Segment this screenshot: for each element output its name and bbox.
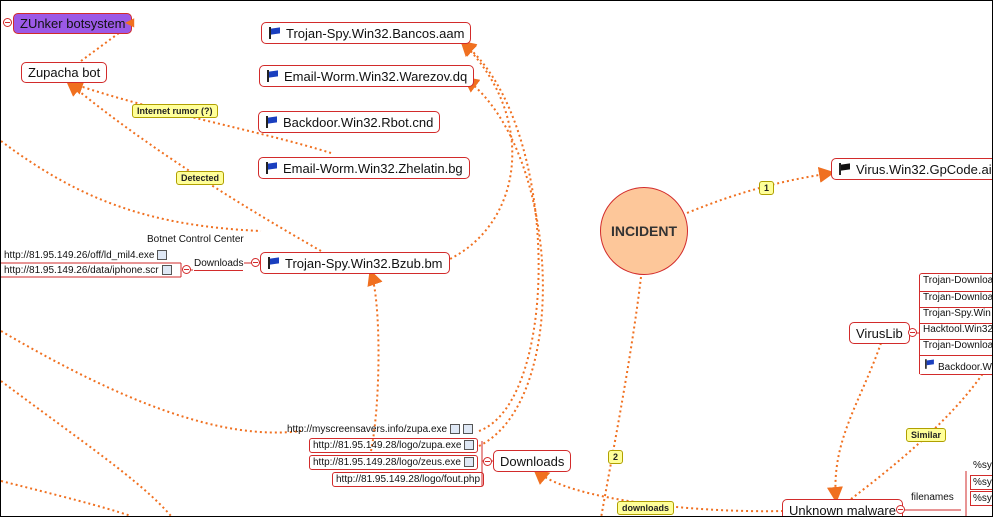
root-node-zunker[interactable]: ZUnker botsystem <box>13 13 133 34</box>
viruslib-item[interactable]: Hacktool.Win32 <box>919 323 992 340</box>
note-icon <box>464 440 475 451</box>
tag-two: 2 <box>608 450 624 464</box>
note-icon <box>157 250 168 261</box>
note-icon <box>463 424 474 435</box>
tag-similar: Similar <box>906 428 947 442</box>
node-gpcode[interactable]: Virus.Win32.GpCode.ai <box>831 158 992 180</box>
collapse-icon[interactable] <box>908 328 917 337</box>
filename-item[interactable]: %sys <box>970 491 992 506</box>
node-label: Email-Worm.Win32.Zhelatin.bg <box>283 160 463 176</box>
flag-icon <box>267 257 280 269</box>
collapse-icon[interactable] <box>251 258 260 267</box>
node-label: Unknown malware <box>789 502 896 517</box>
url-iphone[interactable]: http://81.95.149.26/data/iphone.scr <box>4 265 172 276</box>
incident-node[interactable]: INCIDENT <box>600 187 688 275</box>
node-label: Zupacha bot <box>28 65 101 80</box>
node-label: Backdoor.Win32.Rbot.cnd <box>283 114 434 130</box>
collapse-icon[interactable] <box>182 265 191 274</box>
collapse-icon[interactable] <box>483 457 492 466</box>
node-label: Trojan-Spy.Win32.Bancos.aam <box>286 25 465 41</box>
viruslib-item[interactable]: Trojan-Downloa <box>919 275 992 291</box>
note-icon <box>161 265 172 276</box>
tag-internet-rumor: Internet rumor (?) <box>132 104 218 118</box>
url-text: http://myscreensavers.info/zupa.exe <box>287 424 448 435</box>
url-text: http://81.95.149.28/logo/zupa.exe <box>313 440 462 451</box>
filename-item[interactable]: %sys <box>973 460 992 471</box>
label-filenames: filenames <box>911 492 954 503</box>
flag-icon <box>265 162 278 174</box>
node-warezov[interactable]: Email-Worm.Win32.Warezov.dq <box>259 65 475 87</box>
tag-downloads: downloads <box>617 501 674 515</box>
item-label: Backdoor.W <box>938 362 992 373</box>
node-viruslib[interactable]: VirusLib <box>849 322 910 344</box>
node-label: Downloads <box>500 453 565 469</box>
label-downloads-small: Downloads <box>194 258 244 271</box>
flag-icon <box>838 163 851 175</box>
url-zupa-ip[interactable]: http://81.95.149.28/logo/zupa.exe <box>309 438 479 453</box>
flag-icon <box>924 359 934 369</box>
collapse-icon[interactable] <box>3 18 12 27</box>
node-label: Virus.Win32.GpCode.ai <box>856 161 992 177</box>
node-label: Trojan-Spy.Win32.Bzub.bm <box>285 255 443 271</box>
node-rbot[interactable]: Backdoor.Win32.Rbot.cnd <box>258 111 441 133</box>
note-icon <box>463 457 474 468</box>
node-downloads[interactable]: Downloads <box>493 450 572 472</box>
node-zupacha[interactable]: Zupacha bot <box>21 62 108 83</box>
filename-item[interactable]: %sys <box>970 475 992 490</box>
tag-one: 1 <box>759 181 775 195</box>
root-node-label: ZUnker botsystem <box>20 16 126 31</box>
viruslib-item[interactable]: Trojan-Downloa <box>919 339 992 356</box>
note-icon <box>450 424 461 435</box>
node-label: VirusLib <box>856 325 903 341</box>
url-zupa-info[interactable]: http://myscreensavers.info/zupa.exe <box>287 424 474 435</box>
url-text: http://81.95.149.26/data/iphone.scr <box>4 265 159 276</box>
viruslib-item[interactable]: Trojan-Downloa <box>919 291 992 308</box>
url-ld-mil4[interactable]: http://81.95.149.26/off/ld_mil4.exe <box>4 250 168 261</box>
viruslib-item[interactable]: Backdoor.W <box>919 355 992 374</box>
label-botnet-control-center: Botnet Control Center <box>147 234 244 245</box>
node-zhelatin[interactable]: Email-Worm.Win32.Zhelatin.bg <box>258 157 470 179</box>
node-bzub[interactable]: Trojan-Spy.Win32.Bzub.bm <box>260 252 450 274</box>
node-unknown-malware[interactable]: Unknown malware <box>782 499 903 517</box>
node-bancos[interactable]: Trojan-Spy.Win32.Bancos.aam <box>261 22 472 44</box>
url-text: http://81.95.149.28/logo/zeus.exe <box>313 457 461 468</box>
collapse-icon[interactable] <box>896 505 905 514</box>
tag-detected: Detected <box>176 171 225 185</box>
arrow-icon: ◀ <box>125 15 135 29</box>
url-fout[interactable]: http://81.95.149.28/logo/fout.php <box>332 472 485 487</box>
flag-icon <box>268 27 281 39</box>
url-zeus[interactable]: http://81.95.149.28/logo/zeus.exe <box>309 455 478 470</box>
flag-icon <box>265 116 278 128</box>
url-text: http://81.95.149.28/logo/fout.php <box>336 474 481 485</box>
node-label: Email-Worm.Win32.Warezov.dq <box>284 68 468 84</box>
viruslib-item[interactable]: Trojan-Spy.Win <box>919 307 992 324</box>
flag-icon <box>266 70 279 82</box>
url-text: http://81.95.149.26/off/ld_mil4.exe <box>4 250 155 261</box>
incident-label: INCIDENT <box>610 223 678 239</box>
